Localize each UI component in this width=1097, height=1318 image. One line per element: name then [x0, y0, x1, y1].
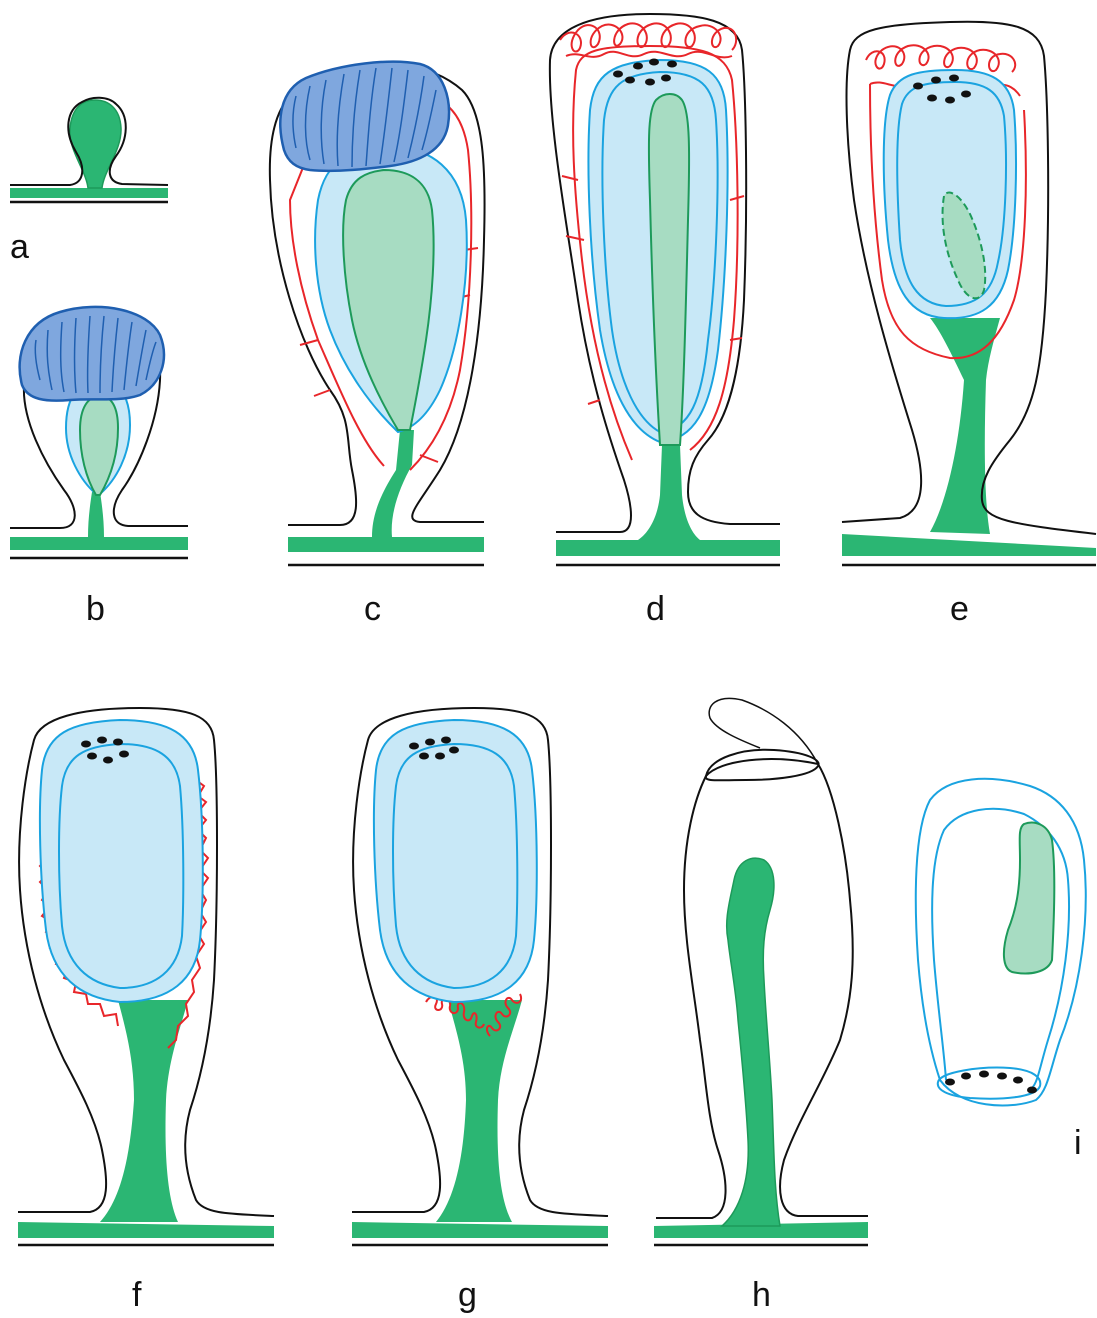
panel-e: e	[842, 22, 1096, 628]
panel-b: b	[10, 307, 188, 628]
panel-a-bud	[70, 100, 121, 188]
panel-d-label: d	[646, 590, 665, 628]
panel-h: h	[654, 698, 868, 1314]
panel-i-label: i	[1074, 1124, 1082, 1162]
panel-c: c	[270, 62, 485, 628]
panel-i-gonophore	[1004, 823, 1054, 974]
panel-i-outer-capsule	[916, 779, 1086, 1106]
panel-f-capsule	[40, 720, 203, 1002]
panel-d-stalk	[556, 445, 780, 556]
panel-c-stalk	[288, 430, 484, 552]
panel-g-capsule	[374, 720, 537, 1002]
panel-f: f	[18, 708, 274, 1314]
panel-a: a	[10, 98, 168, 266]
panel-f-label: f	[132, 1276, 142, 1314]
panel-h-label: h	[752, 1276, 771, 1314]
panel-a-label: a	[10, 228, 29, 266]
panel-b-label: b	[86, 590, 105, 628]
panel-c-label: c	[364, 590, 381, 628]
panel-g-label: g	[458, 1276, 477, 1314]
panel-d: d	[550, 14, 780, 628]
panel-g: g	[352, 708, 608, 1314]
panel-a-stalk-base	[10, 188, 168, 198]
panel-g-stalk	[352, 1000, 608, 1238]
panel-e-label: e	[950, 590, 969, 628]
panel-f-stalk	[18, 1000, 274, 1238]
panel-b-stalk	[10, 492, 188, 550]
panel-i: i	[916, 779, 1086, 1162]
panel-i-dots	[945, 1071, 1037, 1094]
panel-d-red-tangle	[560, 23, 736, 57]
panel-h-stalk	[722, 858, 780, 1226]
